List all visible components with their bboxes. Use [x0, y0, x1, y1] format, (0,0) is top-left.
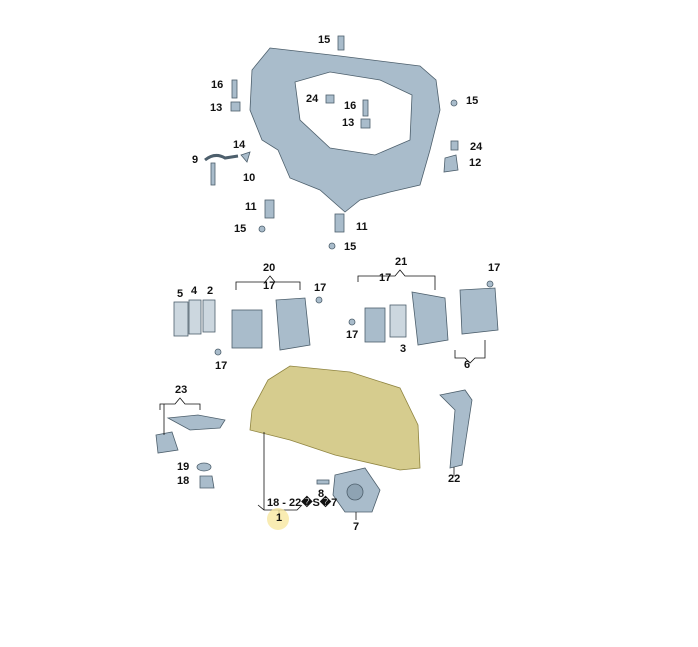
- screw-15-right: [450, 99, 458, 107]
- callout-22[interactable]: 22: [448, 473, 461, 485]
- module-21a: [364, 307, 386, 343]
- bolt-16-left: [231, 79, 238, 99]
- screw-15-b: [328, 242, 336, 250]
- callout-24[interactable]: 24: [470, 141, 483, 153]
- callout-2[interactable]: 2: [207, 285, 214, 297]
- callout-11[interactable]: 11: [356, 221, 368, 233]
- callout-13[interactable]: 13: [210, 102, 223, 114]
- callout-15[interactable]: 15: [318, 34, 331, 46]
- callout-23[interactable]: 23: [175, 384, 188, 396]
- bracket-11-left: [264, 199, 275, 219]
- module-20b: [275, 297, 311, 351]
- callout-12[interactable]: 12: [469, 157, 482, 169]
- callout-17[interactable]: 17: [346, 329, 359, 341]
- bracket-11-right: [334, 213, 345, 233]
- callout-15[interactable]: 15: [344, 241, 357, 253]
- callout-8[interactable]: 8: [318, 488, 325, 500]
- callout-15[interactable]: 15: [466, 95, 479, 107]
- callout-13[interactable]: 13: [342, 117, 355, 129]
- motor-7-hub: [346, 483, 364, 501]
- hose-9-leg: [210, 162, 216, 186]
- callout-7[interactable]: 7: [353, 521, 360, 533]
- callout-17[interactable]: 17: [379, 272, 392, 284]
- screw-17-a: [214, 348, 222, 356]
- callout-10[interactable]: 10: [243, 172, 256, 184]
- clip-24-top: [325, 94, 335, 104]
- screw-17-b: [315, 296, 323, 304]
- module-20a: [231, 309, 263, 349]
- bolt-16-mid: [362, 99, 369, 117]
- callout-14[interactable]: 14: [233, 139, 246, 151]
- callout-21[interactable]: 21: [395, 256, 408, 268]
- callout-11[interactable]: 11: [245, 201, 257, 213]
- callout-5[interactable]: 5: [177, 288, 184, 300]
- callout-9[interactable]: 9: [192, 154, 199, 166]
- connector-10: [240, 151, 251, 163]
- gasket-4: [188, 299, 202, 335]
- callout-19[interactable]: 19: [177, 461, 190, 473]
- screw-17-c: [486, 280, 494, 288]
- callout-range-18-22[interactable]: 18 - 22�S�7: [267, 497, 338, 509]
- callout-17[interactable]: 17: [263, 280, 276, 292]
- trim-22: [439, 389, 473, 469]
- nut-13-mid: [360, 118, 371, 129]
- hose-9: [204, 153, 239, 162]
- callout-15[interactable]: 15: [234, 223, 247, 235]
- callout-17[interactable]: 17: [488, 262, 501, 274]
- gasket-5: [173, 301, 189, 337]
- control-unit-6: [459, 287, 499, 335]
- nut-13-left: [230, 101, 241, 112]
- callout-24[interactable]: 24: [306, 93, 319, 105]
- callout-1[interactable]: 1: [276, 512, 283, 524]
- callout-16[interactable]: 16: [344, 100, 357, 112]
- callout-3[interactable]: 3: [400, 343, 407, 355]
- clip-24-right: [450, 140, 459, 151]
- callout-6[interactable]: 6: [464, 359, 471, 371]
- callout-20[interactable]: 20: [263, 262, 276, 274]
- callout-4[interactable]: 4: [191, 285, 198, 297]
- callout-17[interactable]: 17: [215, 360, 228, 372]
- callout-16[interactable]: 16: [211, 79, 224, 91]
- callout-17[interactable]: 17: [314, 282, 327, 294]
- headlight-1: [249, 365, 421, 471]
- headlight-carrier-frame: [249, 47, 441, 213]
- highlight-marker: [267, 508, 289, 530]
- cap-19: [196, 462, 212, 472]
- screw-8: [316, 479, 330, 485]
- screw-17-d: [348, 318, 356, 326]
- module-21b: [411, 291, 449, 346]
- cap-18: [199, 475, 215, 489]
- bracket-23-base: [155, 431, 179, 454]
- callout-18[interactable]: 18: [177, 475, 190, 487]
- gasket-3: [389, 304, 407, 338]
- bracket-12: [443, 154, 459, 173]
- screw-15-a: [258, 225, 266, 233]
- bracket-23: [166, 414, 226, 431]
- gasket-2: [202, 299, 216, 333]
- bolt-15-top: [337, 35, 345, 51]
